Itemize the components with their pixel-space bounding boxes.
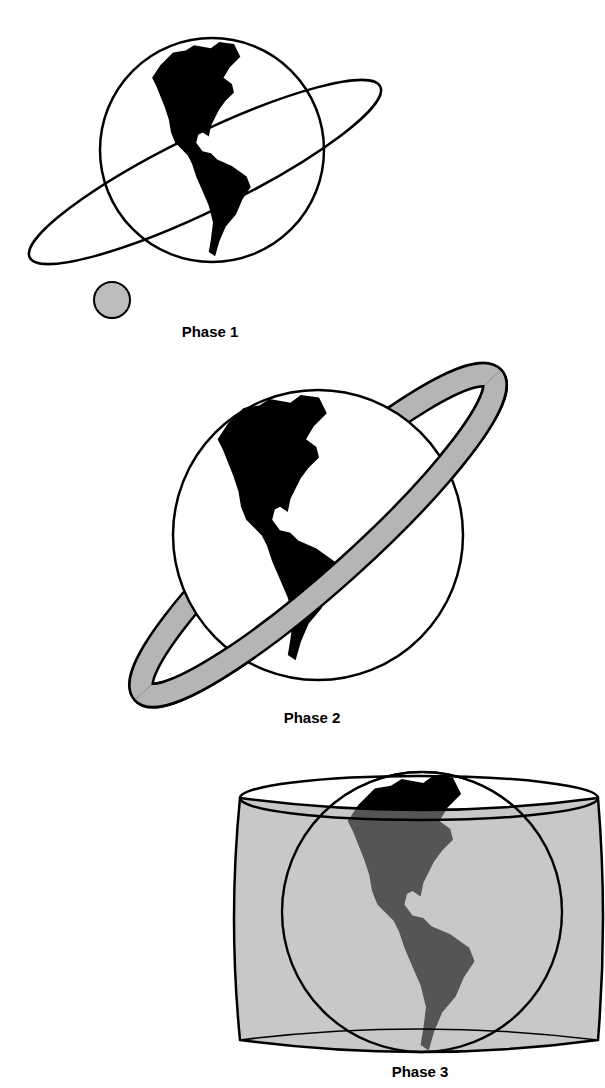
phase-3-figure: [234, 772, 603, 1052]
phase-label: Phase 2: [284, 709, 341, 726]
phase-label: Phase 3: [392, 1063, 449, 1080]
phase-2-figure: [114, 345, 522, 725]
phase-1-figure: [13, 38, 397, 318]
phase-label: Phase 1: [182, 323, 239, 340]
